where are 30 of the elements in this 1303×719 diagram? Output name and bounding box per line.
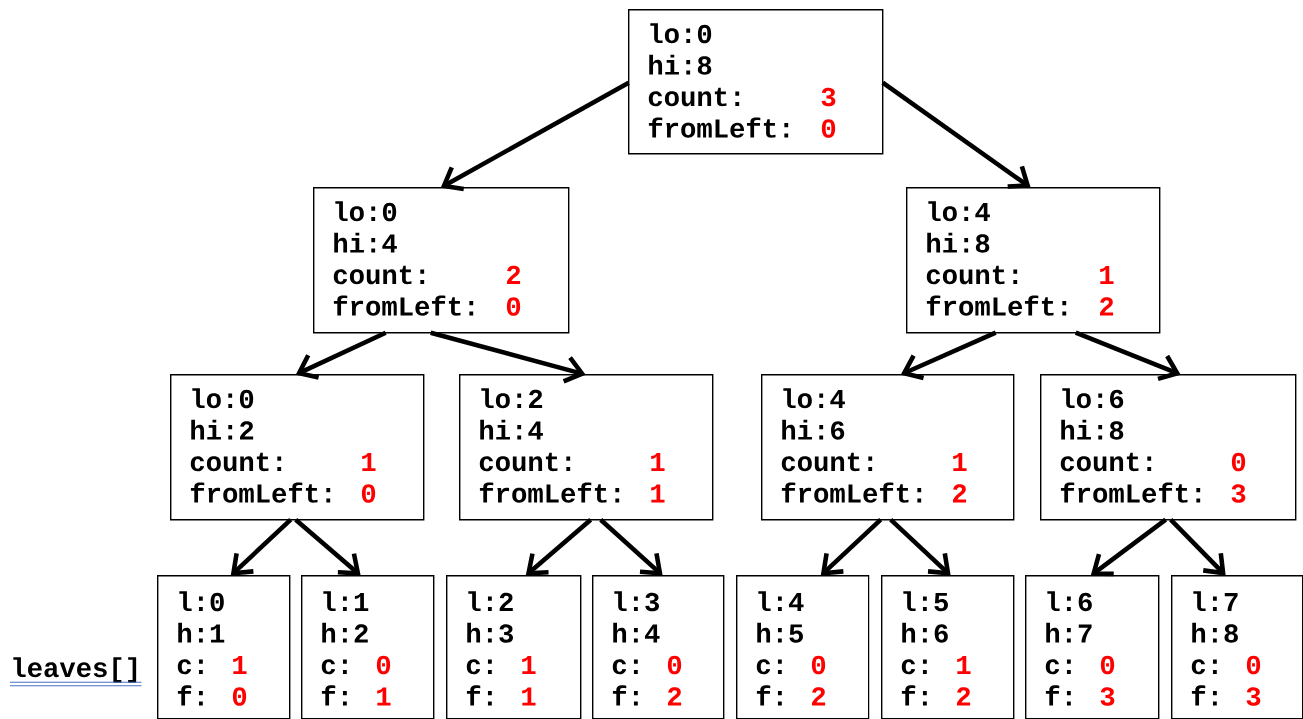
leaf-box: l:6 h:7 c: 0 f: 3 xyxy=(1025,575,1160,719)
tree-node-box: lo:0 hi:2 count: 1 fromLeft: 0 xyxy=(170,374,425,521)
arrow xyxy=(900,330,997,381)
arrow xyxy=(1169,518,1226,576)
leaf-box: l:5 h:6 c: 1 f: 2 xyxy=(881,575,1015,719)
tree-node-box: lo:6 hi:8 count: 0 fromLeft: 3 xyxy=(1040,374,1297,521)
arrow xyxy=(1074,330,1181,382)
leaf-box: l:1 h:2 c: 0 f: 1 xyxy=(301,575,435,719)
arrow xyxy=(881,80,1031,189)
arrow xyxy=(440,80,630,192)
arrow xyxy=(430,330,586,384)
tree-node-box: lo:4 hi:8 count: 1 fromLeft: 2 xyxy=(906,187,1161,334)
arrow xyxy=(599,518,663,576)
arrow xyxy=(820,518,883,576)
tree-node-box: lo:4 hi:6 count: 1 fromLeft: 2 xyxy=(761,374,1015,521)
arrow xyxy=(525,517,593,576)
tree-node-box: lo:0 hi:4 count: 2 fromLeft: 0 xyxy=(313,187,570,334)
leaf-box: l:3 h:4 c: 0 f: 2 xyxy=(592,575,725,719)
leaf-box: l:7 h:8 c: 0 f: 3 xyxy=(1171,575,1303,719)
arrow xyxy=(1090,517,1168,577)
arrow xyxy=(230,518,293,576)
arrow xyxy=(889,518,951,576)
arrow xyxy=(295,330,387,380)
tree-node-box: lo:0 hi:8 count: 3 fromLeft: 0 xyxy=(628,9,884,155)
leaf-box: l:0 h:1 c: 1 f: 0 xyxy=(157,575,291,719)
array-label: leaves[] xyxy=(9,657,142,687)
tree-node-box: lo:2 hi:4 count: 1 fromLeft: 1 xyxy=(459,374,714,521)
leaf-box: l:2 h:3 c: 1 f: 1 xyxy=(446,575,582,719)
arrow xyxy=(294,517,361,576)
leaf-box: l:4 h:5 c: 0 f: 2 xyxy=(736,575,870,719)
